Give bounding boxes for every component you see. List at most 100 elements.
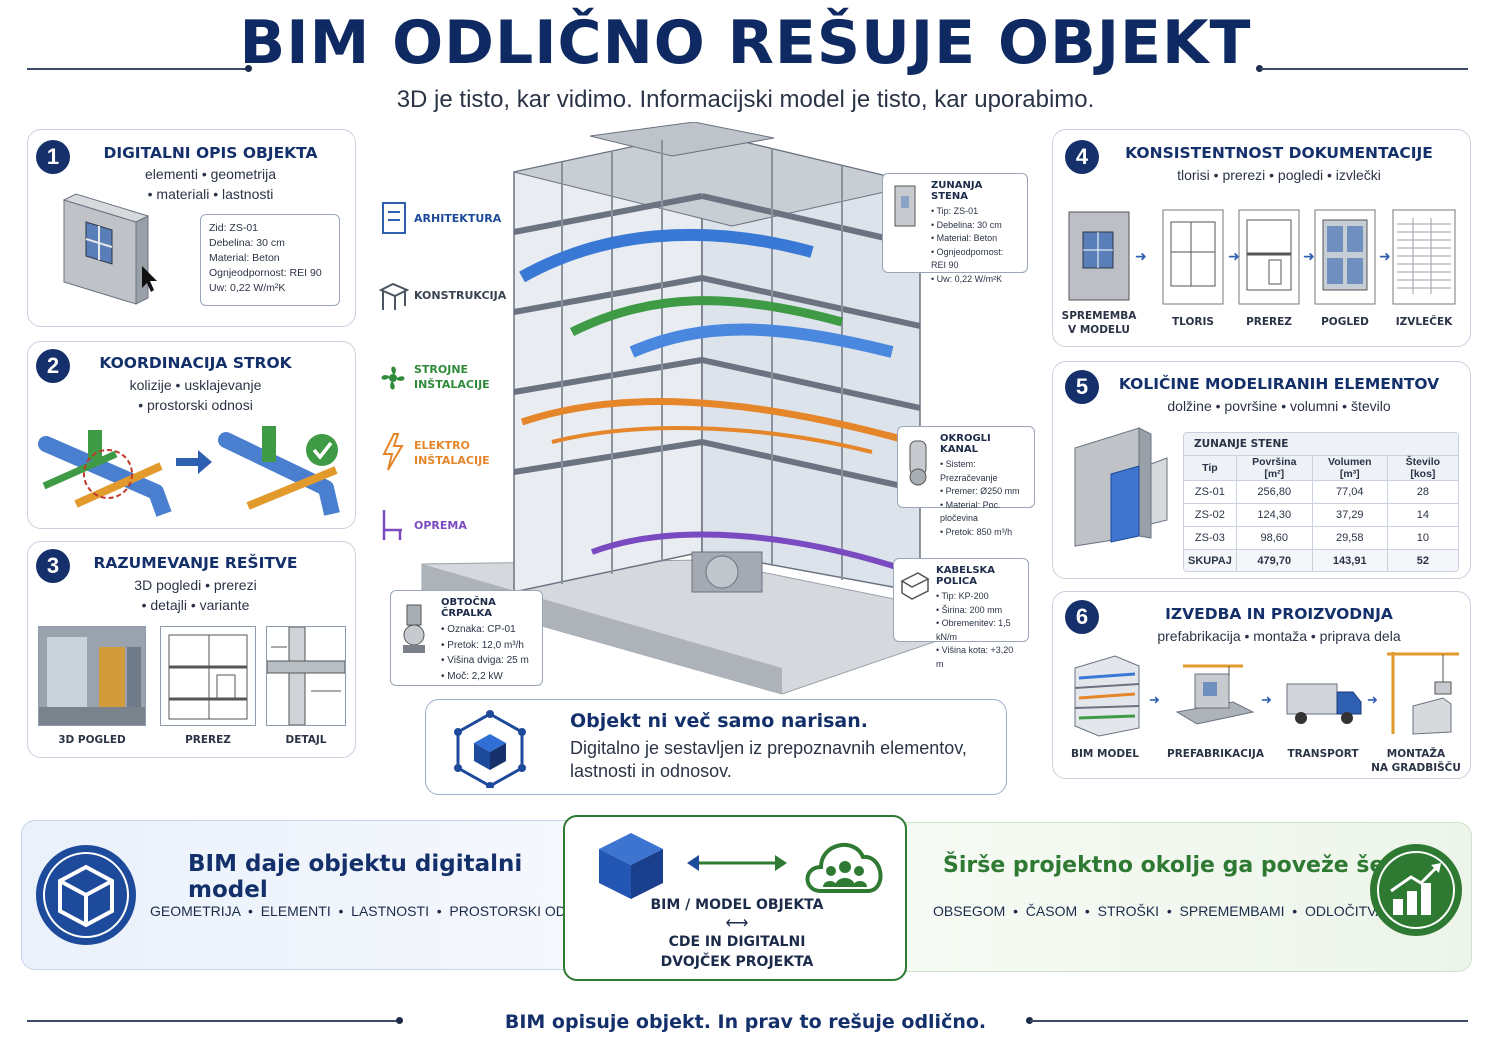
wall-element-icon xyxy=(62,193,157,305)
model-change-icon xyxy=(1068,211,1130,301)
card-coordination: 2 KOORDINACIJA STROK kolizije • usklajev… xyxy=(27,341,356,529)
table-cell: 77,04 xyxy=(1311,480,1388,504)
thumb-section xyxy=(160,626,256,726)
project-environment-panel-items: OBSEGOM • ČASOM • STROŠKI • SPREMEMBAMI … xyxy=(933,903,1401,919)
infobox-circulation-pump: OBTOČNA ČRPALKA • Oznaka: CP-01 • Pretok… xyxy=(390,590,543,686)
infobox-line: • Material: Beton xyxy=(931,233,998,243)
card-subtitle-1: elementi • geometrija xyxy=(145,166,276,182)
prop-line: Uw: 0,22 W/m²K xyxy=(209,282,286,294)
discipline-mechanical-line1: STROJNE xyxy=(414,363,469,376)
callout-box: Objekt ni več samo narisan. Digitalno je… xyxy=(425,699,1007,795)
quantity-table-container: ZUNANJE STENE Tip Površina [m²] Volumen … xyxy=(1183,432,1459,572)
infobox-title: OBTOČNA ČRPALKA xyxy=(441,597,496,619)
card-execution: 6 IZVEDBA IN PROIZVODNJA prefabrikacija … xyxy=(1052,591,1471,779)
infobox-line: • Sistem: Prezračevanje xyxy=(940,459,998,483)
lightning-icon xyxy=(382,433,404,471)
card-subtitle: dolžine • površine • volumni • število xyxy=(1167,398,1391,414)
quantity-table: Tip Površina [m²] Volumen [m³] Število [… xyxy=(1184,455,1458,571)
infobox-line: • Širina: 200 mm xyxy=(936,604,1003,615)
title-rule-dot-left xyxy=(245,65,252,72)
card-title: KOLIČINE MODELIRANIH ELEMENTOV xyxy=(1118,375,1440,393)
caption-schedule: IZVLEČEK xyxy=(1395,316,1453,328)
caption-transport: TRANSPORT xyxy=(1287,748,1359,760)
infobox-line: • Obremenitev: 1,5 kN/m xyxy=(936,618,1011,642)
discipline-equipment: OPREMA xyxy=(414,519,467,532)
bim-model-object-label: BIM / MODEL OBJEKTA xyxy=(650,897,824,913)
infobox-line: • Oznaka: CP-01 xyxy=(441,624,516,635)
table-total-row: SKUPAJ 479,70 143,91 52 xyxy=(1184,549,1458,571)
card-subtitle-1: 3D pogledi • prerezi xyxy=(134,577,257,593)
structure-icon xyxy=(378,282,409,310)
table-cell: 52 xyxy=(1386,549,1458,571)
arrow-icon: ➜ xyxy=(1303,248,1315,264)
table-cell: 143,91 xyxy=(1311,549,1388,571)
footer-rule-left xyxy=(27,1020,399,1022)
arrow-icon: ➜ xyxy=(1367,692,1378,707)
prop-line: Zid: ZS-01 xyxy=(209,222,259,234)
discipline-mechanical-line2: INŠTALACIJE xyxy=(414,378,490,391)
infobox-title: ZUNANJA STENA xyxy=(931,180,983,202)
infobox-line: • Debelina: 30 cm xyxy=(931,219,1002,230)
infobox-line: • Pretok: 12,0 m³/h xyxy=(441,639,524,651)
footer-rule-right xyxy=(1030,1020,1468,1022)
discipline-mechanical: STROJNE INŠTALACIJE xyxy=(414,362,490,392)
infobox-line: • Premer: Ø250 mm xyxy=(940,486,1020,496)
footer-tagline: BIM opisuje objekt. In prav to rešuje od… xyxy=(504,1011,987,1033)
infobox-round-duct: OKROGLI KANAL • Sistem: Prezračevanje • … xyxy=(897,426,1035,537)
project-environment-panel: Širše projektno okolje ga poveže še z OB… xyxy=(906,822,1472,972)
title-rule-right xyxy=(1260,68,1468,70)
thumb-detail xyxy=(266,626,346,726)
caption-model-change-2: V MODELU xyxy=(1068,324,1130,336)
infobox-line: • Ognjeodpornost: REI 90 xyxy=(931,246,1004,271)
chair-icon xyxy=(382,510,402,540)
arrow-icon: ➜ xyxy=(1379,248,1391,264)
crane-icon xyxy=(1387,652,1459,735)
cube-network-icon xyxy=(454,710,526,788)
clash-detection-illustration xyxy=(38,426,340,517)
card-digital-description: 1 DIGITALNI OPIS OBJEKTA elementi • geom… xyxy=(27,129,356,327)
table-cell: 14 xyxy=(1386,503,1458,527)
growth-chart-icon xyxy=(1370,844,1462,936)
table-row: ZS-01 256,80 77,04 28 xyxy=(1184,480,1458,504)
card-subtitle: tlorisi • prerezi • pogledi • izvlečki xyxy=(1177,167,1381,183)
table-cell: 28 xyxy=(1386,480,1458,504)
table-cell: 98,60 xyxy=(1235,526,1313,550)
caption-elevation: POGLED xyxy=(1321,316,1369,328)
prop-line: Debelina: 30 cm xyxy=(209,237,285,249)
step-number: 3 xyxy=(36,549,70,583)
caption-model-change-1: SPREMEMBA xyxy=(1061,310,1137,322)
infobox-line: • Pretok: 850 m³/h xyxy=(940,526,1013,537)
building-bim-model-illustration xyxy=(421,122,1000,695)
arrow-icon: ➜ xyxy=(1261,692,1272,707)
cloud-team-icon xyxy=(805,843,883,893)
section-drawing-icon xyxy=(1238,209,1300,305)
card-subtitle: prefabrikacija • montaža • priprava dela xyxy=(1157,628,1401,644)
3d-view-image xyxy=(39,627,145,725)
table-cell: 479,70 xyxy=(1235,549,1313,571)
discipline-electrical-line2: INŠTALACIJE xyxy=(414,454,490,467)
fan-icon xyxy=(381,366,405,390)
infobox-line: • Tip: ZS-01 xyxy=(931,206,979,216)
discipline-electrical: ELEKTRO INŠTALACIJE xyxy=(414,438,490,468)
cube-icon xyxy=(36,845,136,945)
step-number: 4 xyxy=(1065,140,1099,174)
page-title: BIM ODLIČNO REŠUJE OBJEKT xyxy=(239,8,1252,78)
infobox-line: • Material: Poc. pločevina xyxy=(940,499,1001,524)
prefabrication-icon xyxy=(1175,664,1255,725)
caption-floor-plan: TLORIS xyxy=(1172,316,1214,328)
table-cell: ZS-03 xyxy=(1184,526,1237,550)
footer-dot-right xyxy=(1026,1017,1033,1024)
bidirectional-arrow-icon xyxy=(687,855,787,871)
infobox-exterior-wall: ZUNANJA STENA • Tip: ZS-01 • Debelina: 3… xyxy=(882,173,1028,284)
table-row: ZS-03 98,60 29,58 10 xyxy=(1184,526,1458,550)
bim-model-panel: BIM daje objektu digitalni model GEOMETR… xyxy=(21,820,600,970)
arrow-icon: ➜ xyxy=(1135,248,1147,264)
column-header: Tip xyxy=(1184,455,1237,481)
step-number: 2 xyxy=(36,349,70,383)
step-number: 5 xyxy=(1065,370,1099,404)
card-documentation-consistency: 4 KONSISTENTNOST DOKUMENTACIJE tlorisi •… xyxy=(1052,129,1471,347)
card-subtitle-2: • prostorski odnosi xyxy=(138,397,253,413)
table-cell: 29,58 xyxy=(1311,526,1388,550)
infobox-line: • Višina dviga: 25 m xyxy=(441,655,529,666)
column-header: Volumen [m³] xyxy=(1311,455,1388,481)
